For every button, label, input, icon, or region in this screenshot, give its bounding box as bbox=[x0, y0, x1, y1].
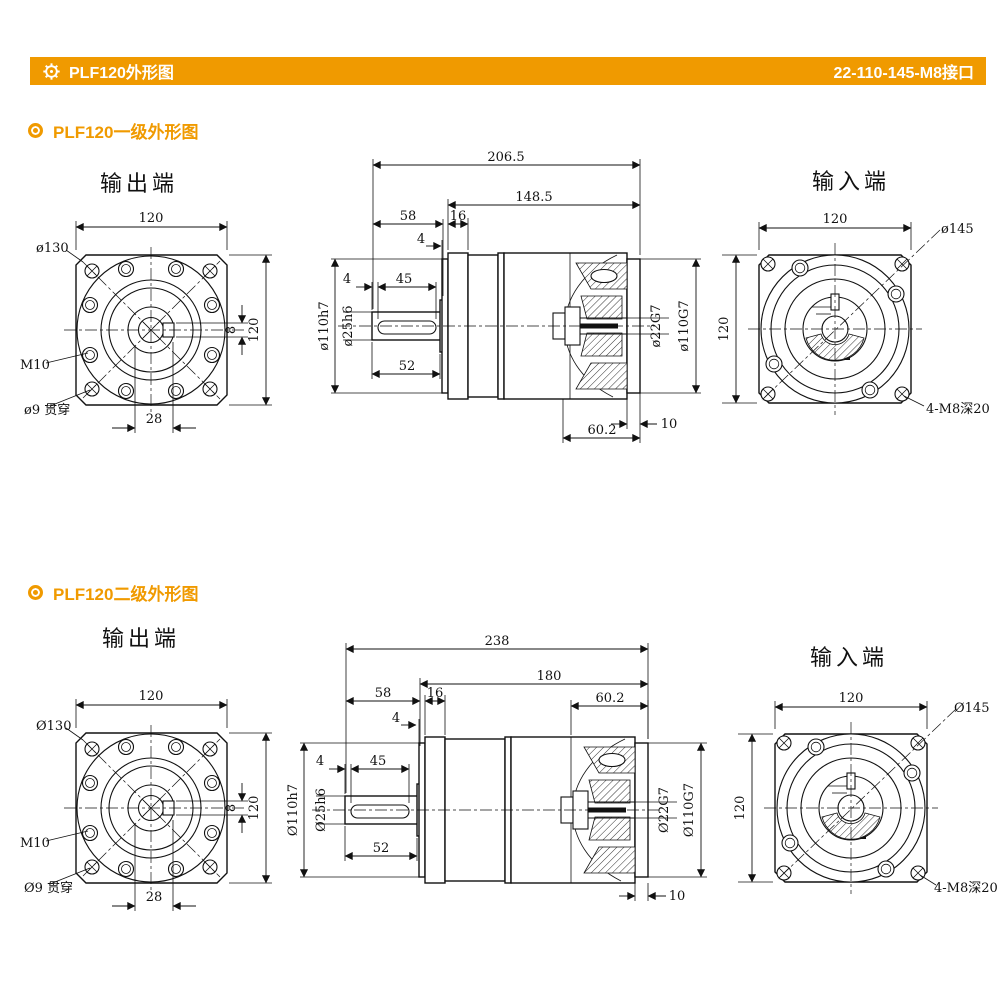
header-title: PLF120外形图 bbox=[69, 65, 174, 82]
dim-face-ring: 10 bbox=[661, 417, 678, 432]
label-input-register: ø110G7 bbox=[677, 300, 692, 351]
bolt-holes bbox=[81, 738, 221, 878]
dim-key-offset: 28 bbox=[146, 412, 163, 427]
dimensions: 206.5 148.5 58 16 4 4 45 52 ø110h bbox=[317, 150, 701, 443]
dim-height: 120 bbox=[733, 796, 748, 821]
dim-width: 120 bbox=[823, 212, 848, 227]
dim-shaft-length: 58 bbox=[400, 209, 417, 224]
label-through-hole: Ø9 贯穿 bbox=[24, 880, 73, 896]
dimensions: 120 120 8 28 Ø130 M10 Ø9 贯穿 bbox=[20, 689, 272, 911]
label-flange-dia: Ø130 bbox=[36, 719, 71, 734]
dim-height: 120 bbox=[717, 317, 732, 342]
dim-key-offset: 28 bbox=[146, 890, 163, 905]
dim-height: 120 bbox=[247, 796, 262, 821]
dim-key-length: 45 bbox=[370, 754, 387, 769]
gear-icon bbox=[43, 62, 60, 80]
section-heading-stage1: PLF120一级外形图 bbox=[28, 118, 198, 143]
gearbox-outline bbox=[312, 736, 662, 884]
dim-flange-thickness: 16 bbox=[427, 686, 444, 701]
dim-shaft-length: 58 bbox=[375, 686, 392, 701]
side-view-stage1: 206.5 148.5 58 16 4 4 45 52 ø110h bbox=[317, 150, 701, 443]
bullet-icon bbox=[28, 585, 43, 600]
section-heading-label: PLF120一级外形图 bbox=[53, 123, 199, 142]
section-heading-stage2: PLF120二级外形图 bbox=[28, 580, 198, 605]
dim-register-thickness: 4 bbox=[392, 711, 400, 726]
view-title-input-stage1: 输入端 bbox=[812, 170, 891, 195]
dim-width: 120 bbox=[139, 689, 164, 704]
bolt-holes bbox=[765, 259, 905, 399]
dim-housing-length: 148.5 bbox=[515, 190, 552, 205]
input-end-view-stage2: 120 120 Ø145 4-M8深20 bbox=[733, 691, 998, 896]
corner-holes bbox=[776, 735, 926, 881]
label-screw-spec: 4-M8深20 bbox=[934, 881, 998, 896]
view-title-input-stage2: 输入端 bbox=[810, 646, 889, 671]
dim-key-gap: 4 bbox=[316, 754, 324, 769]
bullet-icon bbox=[28, 123, 43, 138]
dim-housing-length: 180 bbox=[537, 669, 562, 684]
flange-drawing bbox=[64, 725, 247, 892]
dim-clamp-length: 60.2 bbox=[596, 691, 625, 706]
label-input-bore: Ø22G7 bbox=[657, 787, 672, 833]
header-bar: PLF120外形图 22-110-145-M8接口 bbox=[30, 57, 986, 85]
output-end-view-stage1: 120 120 8 28 ø130 M10 ø9 贯穿 bbox=[20, 211, 272, 433]
view-title-output-stage2: 输出端 bbox=[102, 627, 181, 652]
label-input-register: Ø110G7 bbox=[682, 783, 697, 837]
view-title-output-stage1: 输出端 bbox=[100, 172, 179, 197]
label-shaft-dia: Ø25h6 bbox=[314, 788, 329, 832]
dim-register-thickness: 4 bbox=[417, 232, 425, 247]
dim-face-ring: 10 bbox=[669, 889, 686, 904]
header-interface-label: 22-110-145-M8接口 bbox=[833, 65, 974, 82]
label-shaft-dia: ø25h6 bbox=[341, 305, 356, 346]
input-end-view-stage1: 120 120 ø145 4-M8深20 bbox=[717, 212, 990, 417]
dimensions: 238 180 58 16 60.2 4 4 45 52 bbox=[286, 634, 707, 904]
dimensions: 120 120 8 28 ø130 M10 ø9 贯穿 bbox=[20, 211, 272, 433]
label-thread: M10 bbox=[20, 836, 50, 851]
dim-key-gap: 4 bbox=[343, 272, 351, 287]
dimensions: 120 120 ø145 4-M8深20 bbox=[717, 212, 990, 417]
dim-overall-length: 238 bbox=[485, 634, 510, 649]
label-flange-dia: ø130 bbox=[36, 241, 69, 256]
flange-drawing bbox=[748, 229, 941, 415]
dim-key-length: 45 bbox=[396, 272, 413, 287]
gearbox-outline bbox=[338, 252, 655, 400]
label-pilot-dia: Ø110h7 bbox=[286, 784, 301, 836]
dim-clamp-length: 60.2 bbox=[588, 423, 617, 438]
dimensions: 120 120 Ø145 4-M8深20 bbox=[733, 691, 998, 896]
dim-key-total: 52 bbox=[399, 359, 416, 374]
dim-width: 120 bbox=[139, 211, 164, 226]
side-view-stage2: 238 180 58 16 60.2 4 4 45 52 bbox=[286, 634, 707, 904]
dim-key-width: 8 bbox=[224, 326, 239, 334]
flange-drawing bbox=[764, 708, 957, 894]
flange-drawing bbox=[64, 247, 247, 414]
bolt-holes bbox=[781, 738, 921, 878]
label-screw-spec: 4-M8深20 bbox=[926, 402, 990, 417]
dim-key-width: 8 bbox=[224, 804, 239, 812]
label-through-hole: ø9 贯穿 bbox=[24, 402, 70, 418]
label-bolt-circle: Ø145 bbox=[954, 701, 989, 716]
dim-height: 120 bbox=[247, 318, 262, 343]
bolt-holes bbox=[81, 260, 221, 400]
label-input-bore: ø22G7 bbox=[649, 304, 664, 347]
label-thread: M10 bbox=[20, 358, 50, 373]
label-bolt-circle: ø145 bbox=[941, 222, 974, 237]
dim-flange-thickness: 16 bbox=[450, 209, 467, 224]
section-heading-label: PLF120二级外形图 bbox=[53, 585, 199, 604]
dim-width: 120 bbox=[839, 691, 864, 706]
dim-key-total: 52 bbox=[373, 841, 390, 856]
output-end-view-stage2: 120 120 8 28 Ø130 M10 Ø9 贯穿 bbox=[20, 689, 272, 911]
label-pilot-dia: ø110h7 bbox=[317, 301, 332, 350]
corner-holes bbox=[760, 256, 910, 402]
dim-overall-length: 206.5 bbox=[487, 150, 524, 165]
